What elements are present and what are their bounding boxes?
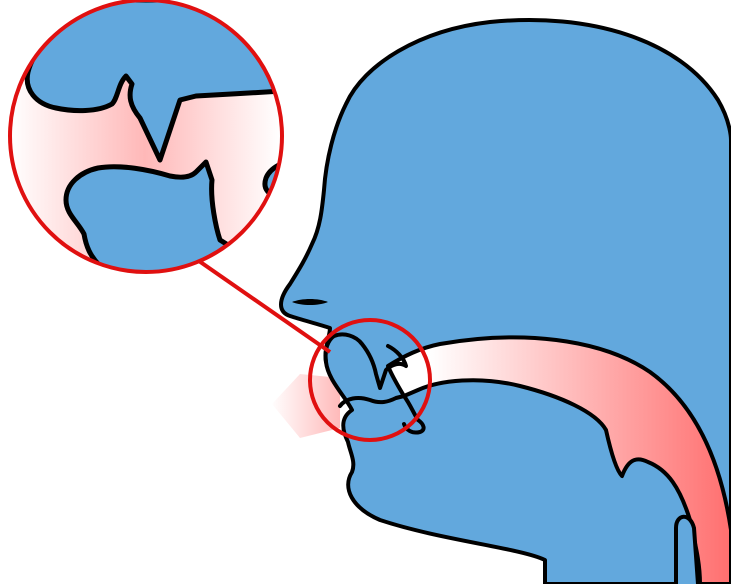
exhaled-air-arrow — [272, 374, 340, 438]
larynx-fold — [676, 517, 698, 584]
head-silhouette — [281, 20, 731, 584]
magnified-callout — [0, 0, 300, 300]
